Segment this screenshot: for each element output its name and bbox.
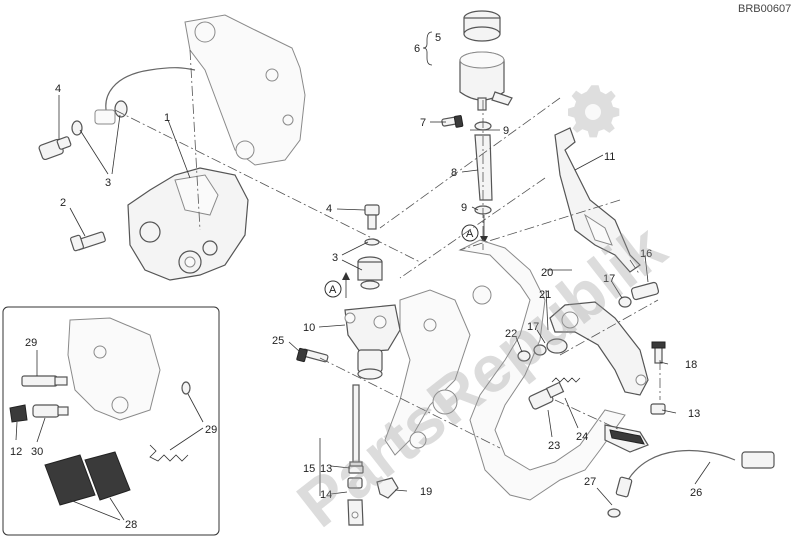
callout-4: 4: [55, 83, 61, 95]
callout-22: 22: [505, 328, 517, 340]
retaining-clip: [376, 477, 399, 499]
gear-icon: [568, 85, 620, 138]
callout-1: 1: [164, 112, 170, 124]
callout-9: 9: [461, 202, 467, 214]
flow-arrow: [480, 215, 488, 244]
master-cylinder-banjo-bolt: [364, 204, 380, 246]
pedal-adjuster-screw: [651, 341, 666, 364]
callout-10: 10: [303, 322, 315, 334]
callout-23: 23: [548, 440, 560, 452]
callout-13: 13: [320, 463, 332, 475]
callout-7: 7: [420, 117, 426, 129]
callout-21: 21: [539, 289, 551, 301]
group-bracket-6: [422, 31, 433, 66]
callout-4: 4: [326, 203, 332, 215]
callout-2: 2: [60, 197, 66, 209]
callout-19: 19: [420, 486, 432, 498]
callout-28: 28: [125, 519, 137, 531]
callout-26: 26: [690, 487, 702, 499]
marker-a-top: A: [461, 224, 479, 242]
footpeg: [604, 424, 649, 453]
return-spring: [551, 377, 581, 383]
callout-18: 18: [685, 359, 697, 371]
banjo-washers: [71, 100, 128, 136]
caliper-bolt: [70, 231, 106, 252]
callout-25: 25: [272, 335, 284, 347]
reservoir-screw: [441, 115, 464, 128]
callout-12: 12: [10, 446, 22, 458]
callout-14: 14: [320, 489, 332, 501]
callout-6: 6: [414, 43, 420, 55]
reservoir-hose: [474, 134, 493, 201]
svg-text:A: A: [466, 228, 474, 240]
callout-13: 13: [688, 408, 700, 420]
callout-29: 29: [25, 337, 37, 349]
callout-24: 24: [576, 431, 588, 443]
heel-guard: [554, 127, 641, 273]
adjuster-nut: [650, 403, 666, 415]
callout-15: 15: [303, 463, 315, 475]
callout-3: 3: [332, 252, 338, 264]
svg-text:A: A: [329, 284, 337, 296]
callout-20: 20: [541, 267, 553, 279]
marker-a-left: A: [324, 272, 350, 298]
callout-16: 16: [640, 248, 652, 260]
fluid-reservoir: [459, 10, 513, 111]
callout-3: 3: [105, 177, 111, 189]
assembly-axes: [114, 49, 661, 449]
callout-11: 11: [604, 151, 615, 163]
callout-9: 9: [503, 125, 509, 137]
rear-master-cylinder: [344, 256, 401, 380]
banjo-bolt: [38, 136, 72, 161]
rear-brake-hose: [105, 67, 196, 119]
pushrod-nut: [348, 465, 364, 474]
callout-8: 8: [451, 167, 457, 179]
brake-light-sensor: [607, 449, 775, 518]
callout-30: 30: [31, 446, 43, 458]
pedal-bushing: [517, 296, 632, 362]
callout-27: 27: [584, 476, 596, 488]
footrest-bracket: [384, 239, 626, 501]
inset-panel: [2, 306, 220, 536]
leader-lines: [15, 95, 711, 521]
pivot-bolt: [630, 281, 660, 301]
callout-labels: 1 2 3 4 4 3 10 25 5 6 7 9 8 9 11 16 17 2…: [10, 32, 702, 531]
brake-light-switch: [528, 381, 565, 410]
callout-29: 29: [205, 424, 217, 436]
caliper-bracket: [184, 14, 306, 166]
reference-code: BRB00607: [738, 3, 791, 15]
callout-5: 5: [435, 32, 441, 44]
rear-brake-caliper: [127, 167, 249, 281]
callout-17: 17: [603, 273, 615, 285]
callout-17: 17: [527, 321, 539, 333]
brake-pedal: [549, 301, 649, 396]
